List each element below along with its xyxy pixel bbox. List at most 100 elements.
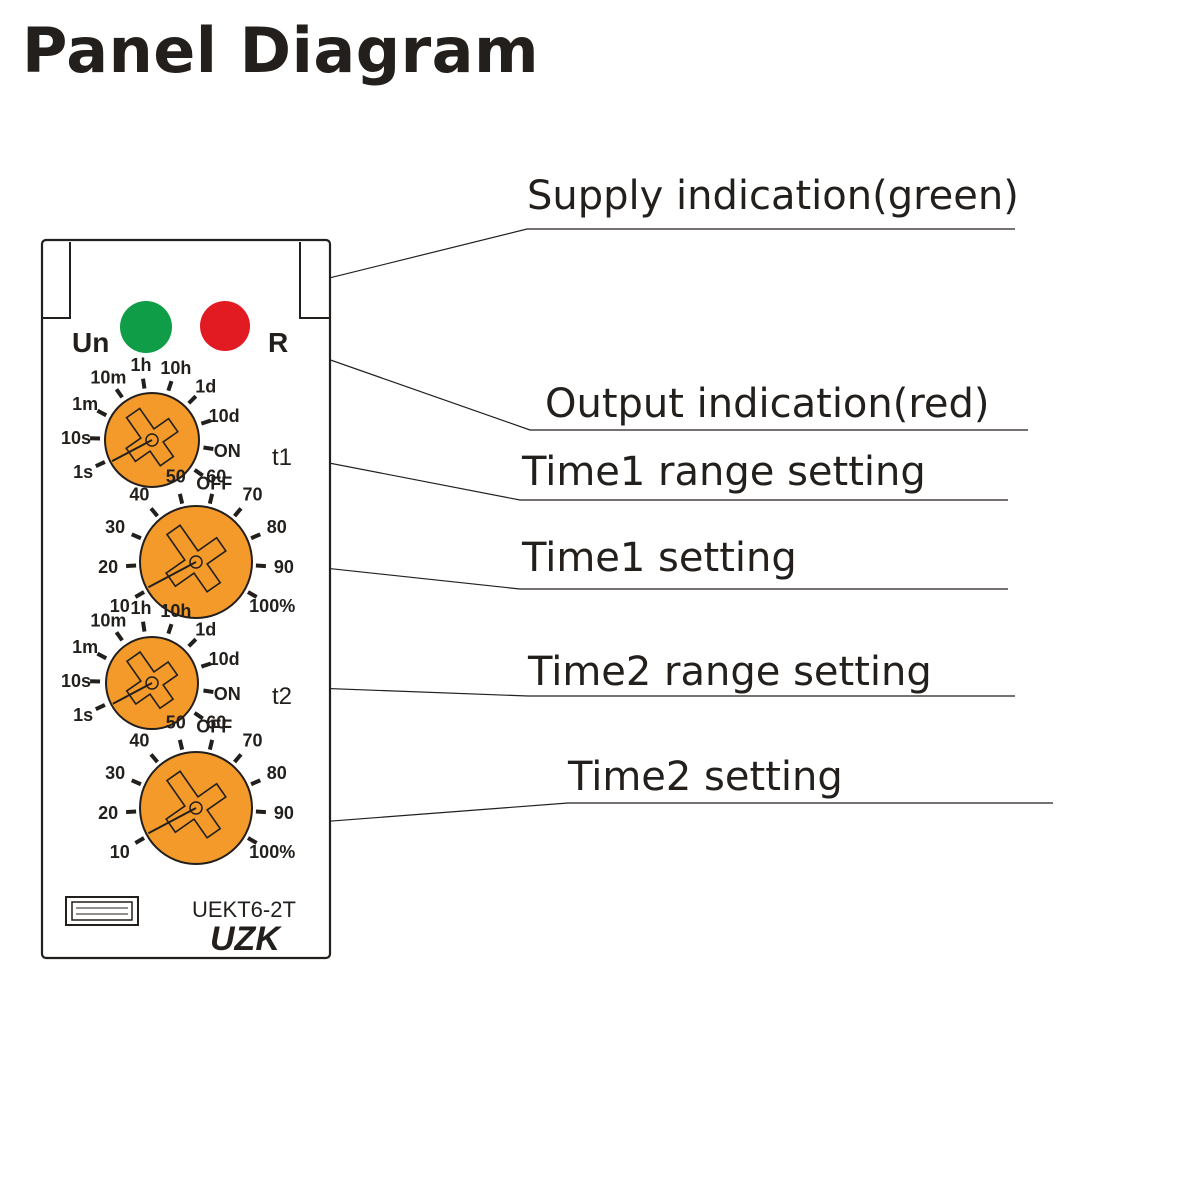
t1-setting-tick <box>246 590 258 599</box>
t1-setting-tick <box>250 532 262 541</box>
led-r-label: R <box>268 327 288 358</box>
t1-range-label: 10d <box>209 406 240 426</box>
t2-range-label: 1h <box>130 598 151 618</box>
t1-setting-tick <box>134 590 146 599</box>
t2-setting-label: 90 <box>274 803 294 823</box>
t1-range-tick <box>193 468 204 478</box>
t2-range-tick <box>193 711 204 721</box>
callout-output-indication: Output indication(red) <box>545 381 990 427</box>
t1-setting-label: 10 <box>110 596 130 616</box>
t2-setting-tick <box>246 836 258 845</box>
t2-setting-label: 60 <box>206 712 226 732</box>
t2-setting-tick <box>130 778 142 787</box>
leader-line-output <box>244 329 1028 431</box>
t2-setting-hub <box>189 801 203 815</box>
t2-range-label: 1s <box>73 705 93 725</box>
t2-range-label: 10m <box>90 611 126 631</box>
led-output-red <box>200 301 250 351</box>
t2-range-hub <box>145 676 159 690</box>
leader-line-time2-setting <box>239 802 1053 829</box>
panel-tab-right <box>299 242 330 319</box>
t2-setting-tick <box>207 739 215 751</box>
t2-range-label: 10d <box>209 649 240 669</box>
callout-time1-range: Time1 range setting <box>522 449 926 495</box>
t1-range-tick <box>94 460 106 469</box>
t1-range-label: 10h <box>160 358 191 378</box>
terminal-slot-icon <box>65 896 139 926</box>
t2-setting-tick <box>177 739 185 751</box>
callout-supply-indication: Supply indication(green) <box>527 173 1019 219</box>
t2-setting-label: 70 <box>243 731 263 751</box>
panel-tab-left <box>42 242 71 319</box>
t2-range-label: OFF <box>196 717 232 737</box>
t2-range-tick <box>166 623 174 635</box>
t1-setting-label: 70 <box>243 485 263 505</box>
led-un-label: Un <box>72 327 109 358</box>
t1-range-tick <box>166 380 174 392</box>
t2-range-grip <box>125 650 179 710</box>
t1-setting-label: 80 <box>267 517 287 537</box>
t1-range-tick <box>200 418 212 426</box>
t1-setting-label: 20 <box>98 557 118 577</box>
t1-range-label: 10m <box>90 368 126 388</box>
t1-setting-label: 50 <box>166 466 186 486</box>
t2-setting-tick <box>149 753 159 764</box>
t2-range-label: 1m <box>72 637 98 657</box>
t2-label: t2 <box>272 683 292 710</box>
t1-range-tick <box>96 408 108 418</box>
t2-range-pointer <box>112 682 153 705</box>
model-number: UEKT6-2T <box>192 897 296 922</box>
t1-range-label: OFF <box>196 474 232 494</box>
t1-setting-label: 30 <box>105 517 125 537</box>
t2-setting-label: 100% <box>249 842 295 862</box>
led-supply-green <box>120 301 172 353</box>
t2-setting-tick <box>233 753 243 764</box>
t2-range-label: 10h <box>160 601 191 621</box>
t1-label: t1 <box>272 444 292 471</box>
t1-setting-tick <box>255 563 266 569</box>
t1-range-label: 1h <box>130 355 151 375</box>
t1-setting-tick <box>149 507 159 518</box>
t1-range-label: 10s <box>61 428 91 448</box>
t1-setting-label: 90 <box>274 557 294 577</box>
t2-range-tick <box>200 661 212 669</box>
t2-setting-label: 30 <box>105 763 125 783</box>
t2-range-tick <box>114 631 124 642</box>
t1-setting-tick <box>177 493 185 505</box>
t2-setting-pointer <box>147 807 197 835</box>
callout-time2-setting: Time2 setting <box>568 754 843 800</box>
t2-setting-label: 20 <box>98 803 118 823</box>
t1-setting-pointer <box>147 561 197 589</box>
t2-range-label: 1d <box>195 619 216 639</box>
callout-time2-range: Time2 range setting <box>528 649 932 695</box>
t2-range-tick <box>187 637 198 648</box>
t1-range-tick <box>203 445 214 451</box>
t1-range-label: 1s <box>73 462 93 482</box>
t2-setting-label: 80 <box>267 763 287 783</box>
t1-setting-tick <box>126 563 137 569</box>
t1-setting-label: 100% <box>249 596 295 616</box>
callout-time1-setting: Time1 setting <box>522 535 797 581</box>
t1-range-grip <box>125 407 179 467</box>
t1-range-label: 1d <box>195 376 216 396</box>
t2-setting-tick <box>255 809 266 815</box>
t2-setting-tick <box>250 778 262 787</box>
leader-line-time1-setting <box>249 559 1008 590</box>
t2-setting-tick <box>134 836 146 845</box>
t1-range-tick <box>187 394 198 405</box>
t2-setting-tick <box>126 809 137 815</box>
t1-range-label: ON <box>214 441 241 461</box>
t1-range-label: 1m <box>72 394 98 414</box>
t1-setting-tick <box>130 532 142 541</box>
t1-setting-label: 40 <box>129 485 149 505</box>
t2-range-tick <box>94 703 106 712</box>
page-title: Panel Diagram <box>22 14 540 87</box>
t2-range-label: ON <box>214 684 241 704</box>
brand-logo: UZK <box>210 920 282 958</box>
t1-range-tick <box>141 378 147 389</box>
